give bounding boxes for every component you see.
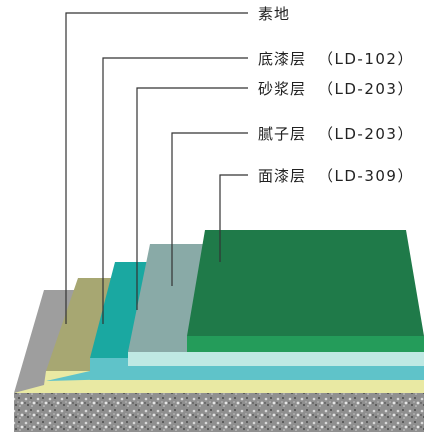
leader-lines [65,12,248,324]
leader-topcoat [219,174,248,262]
label-primer-name: 底漆层 [258,50,307,68]
leader-mortar [136,87,248,310]
label-primer: 底漆层 （LD-102） [258,48,414,69]
label-mortar-code: （LD-203） [318,80,414,98]
topcoat-layer-top [187,230,424,336]
leader-putty [171,132,248,286]
primer-layer-top [46,278,115,371]
concrete-base-front [14,393,424,432]
label-topcoat-code: （LD-309） [318,167,414,185]
label-topcoat: 面漆层 （LD-309） [258,165,414,186]
topcoat-layer-edge [187,336,424,352]
mortar-layer-top [90,262,150,358]
leader-primer [102,57,248,324]
mortar-layer-edge-front [90,362,424,380]
label-putty: 腻子层 （LD-203） [258,123,414,144]
label-topcoat-name: 面漆层 [258,167,307,185]
label-substrate: 素地 [258,3,302,24]
label-mortar: 砂浆层 （LD-203） [258,78,414,99]
label-putty-code: （LD-203） [318,125,414,143]
putty-layer-top [128,244,205,352]
label-primer-code: （LD-102） [318,50,414,68]
leader-substrate [65,12,248,324]
substrate-layer-top [14,290,78,393]
label-substrate-name: 素地 [258,5,291,23]
putty-layer-edge [128,352,424,366]
label-putty-name: 腻子层 [258,125,307,143]
label-mortar-name: 砂浆层 [258,80,307,98]
